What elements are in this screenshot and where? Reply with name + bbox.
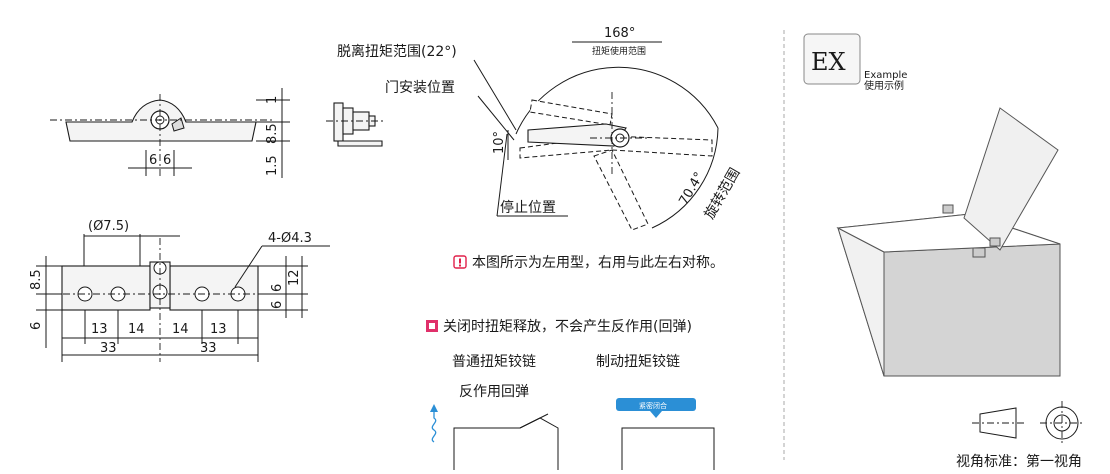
ex-badge-text: EX	[811, 48, 846, 76]
disengage-label: 脱离扭矩范围(22°)	[337, 43, 457, 60]
braking-hinge-label: 制动扭矩铰链	[596, 354, 680, 370]
stop-position-label: 停止位置	[500, 199, 556, 216]
rotation-diagram: 脱离扭矩范围(22°) 门安装位置 停止位置 168° 扭矩使用范围 10° 7…	[337, 26, 743, 231]
side-view: 1 8.5 1.5 6 6	[50, 88, 290, 178]
angle-168: 168°	[604, 26, 635, 41]
tight-close-tag	[616, 398, 696, 411]
angle-70-4: 70.4°	[676, 170, 707, 208]
torque-range-label: 扭矩使用范围	[592, 45, 646, 57]
dim-4-d4-3: 4-Ø4.3	[268, 231, 312, 246]
dim-8-5: 8.5	[265, 123, 280, 144]
plan-view: (Ø7.5) 4-Ø4.3 8.5 12 6 6 6 13 14 14 13 3…	[29, 219, 330, 362]
dim-8-5-left: 8.5	[29, 269, 44, 290]
dim-6-right-upper: 6	[270, 284, 285, 292]
door-position-label: 门安装位置	[385, 80, 455, 96]
projection-label: 视角标准：第一视角	[956, 453, 1082, 470]
example-subtitle: 使用示例	[864, 79, 904, 92]
dim-6-left-lower: 6	[29, 322, 44, 330]
angle-10: 10°	[492, 131, 507, 154]
left-type-note: 本图所示为左用型，右用与此左右对称。	[472, 255, 724, 271]
notes: 本图所示为左用型，右用与此左右对称。 关闭时扭矩释放，不会产生反作用(回弹) 普…	[426, 255, 724, 470]
tight-close-label: 紧密闭合	[639, 401, 667, 410]
ex-badge	[803, 33, 861, 85]
dim-6-left: 6	[149, 153, 157, 168]
projection-symbol: 视角标准：第一视角	[956, 401, 1084, 470]
dim-14-right: 14	[172, 322, 189, 337]
dim-12: 12	[287, 269, 302, 286]
rebound-spring-icon	[431, 410, 437, 443]
end-view	[326, 102, 386, 147]
dim-13-right: 13	[210, 322, 227, 337]
dim-6-right-lower: 6	[270, 301, 285, 309]
example-title: Example	[864, 70, 907, 81]
dim-d7-5: (Ø7.5)	[88, 219, 129, 234]
dim-14-left: 14	[128, 322, 145, 337]
rebound-label: 反作用回弹	[459, 384, 529, 400]
dim-6-right: 6	[163, 153, 171, 168]
dim-13-left: 13	[91, 322, 108, 337]
dim-1-5: 1.5	[265, 155, 280, 176]
dim-33-right: 33	[200, 341, 217, 356]
dim-33-left: 33	[100, 341, 117, 356]
release-note: 关闭时扭矩释放，不会产生反作用(回弹)	[443, 319, 692, 335]
dim-1: 1	[265, 96, 280, 104]
normal-hinge-label: 普通扭矩铰链	[452, 354, 536, 370]
example-panel: EX Example 使用示例	[803, 33, 1061, 377]
